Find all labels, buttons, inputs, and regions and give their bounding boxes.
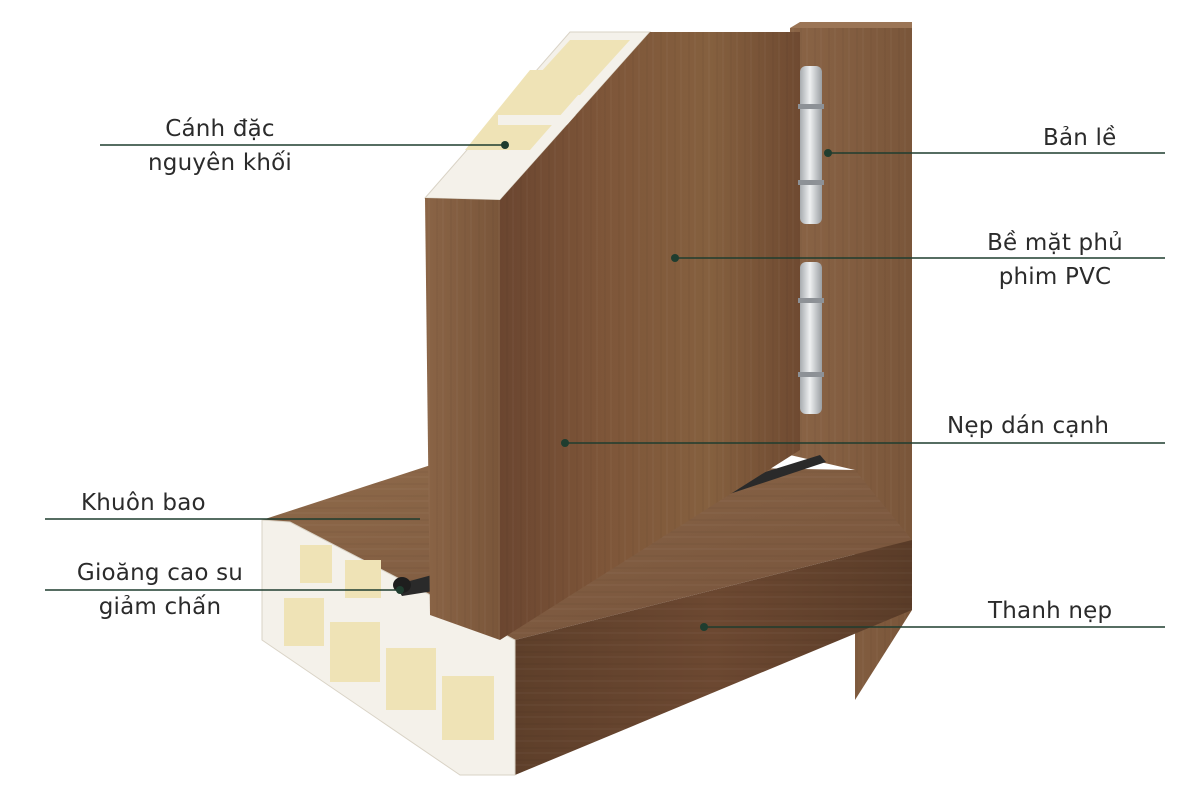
label-line: Nẹp dán cạnh: [947, 413, 1110, 439]
label-line: giảm chấn: [98, 594, 222, 620]
label-line: Thanh nẹp: [988, 598, 1113, 624]
anchor-dot-edge-banding: [561, 439, 569, 447]
hinge-upper: [798, 66, 824, 224]
label-hinge: Bản lề: [1043, 121, 1117, 155]
label-line: Bề mặt phủ: [987, 230, 1123, 256]
frame-cavity: [284, 598, 324, 646]
hinge-lower: [798, 262, 824, 414]
label-pvc-surface: Bề mặt phủ phim PVC: [965, 226, 1145, 294]
label-frame: Khuôn bao: [81, 486, 206, 520]
door-leaf-front: [500, 32, 800, 640]
label-rubber-gasket: Gioăng cao su giảm chấn: [60, 556, 260, 624]
bottom-frame-front: [515, 540, 912, 775]
anchor-dot-solid-leaf: [501, 141, 509, 149]
frame-cavity: [442, 676, 494, 740]
anchor-dot-trim-strip: [700, 623, 708, 631]
anchor-dots: [396, 141, 832, 631]
label-line: phim PVC: [998, 264, 1112, 290]
frame-cavity: [345, 560, 381, 598]
label-solid-leaf: Cánh đặc nguyên khối: [120, 112, 320, 180]
anchor-dot-pvc-surface: [671, 254, 679, 262]
frame-cavity: [300, 545, 332, 583]
door-leaf-side: [425, 198, 500, 640]
anchor-dot-hinge: [824, 149, 832, 157]
anchor-dot-rubber-gasket: [396, 586, 404, 594]
label-line: nguyên khối: [148, 150, 292, 176]
label-line: Cánh đặc: [165, 116, 275, 142]
label-edge-banding: Nẹp dán cạnh: [947, 409, 1109, 443]
leader-lines: [45, 144, 1165, 628]
label-trim-strip: Thanh nẹp: [988, 594, 1112, 628]
label-line: Khuôn bao: [81, 490, 206, 516]
frame-cavity: [330, 622, 380, 682]
frame-cavity: [386, 648, 436, 710]
frame-pvc-profile: [261, 519, 516, 776]
label-line: Gioăng cao su: [76, 560, 244, 586]
label-line: Bản lề: [1043, 125, 1117, 151]
